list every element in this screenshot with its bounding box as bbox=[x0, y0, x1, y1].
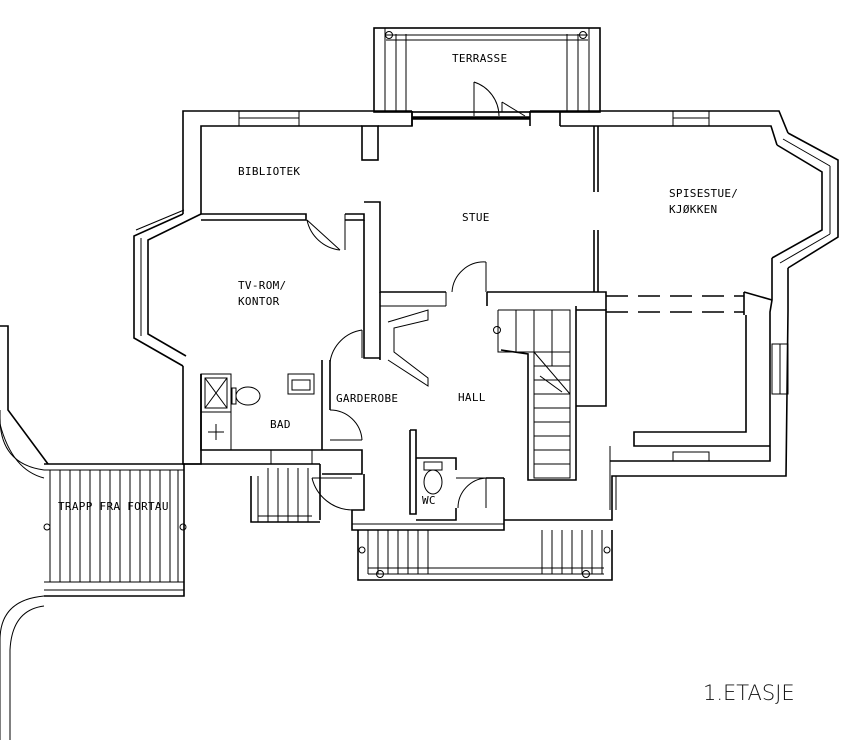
label-wc: WC bbox=[422, 494, 436, 507]
label-spisestue-1: SPISESTUE/ bbox=[669, 187, 738, 200]
bathroom-fixtures bbox=[200, 373, 443, 495]
label-garderobe: GARDEROBE bbox=[336, 392, 398, 405]
label-spisestue-2: KJØKKEN bbox=[669, 203, 717, 216]
label-tvrom-1: TV-ROM/ bbox=[238, 279, 286, 292]
interior-walls bbox=[201, 125, 773, 521]
terrace bbox=[373, 27, 601, 113]
label-bibliotek: BIBLIOTEK bbox=[238, 165, 300, 178]
floor-title: 1.ETASJE bbox=[703, 681, 795, 705]
label-stue: STUE bbox=[462, 211, 490, 224]
front-steps bbox=[250, 468, 613, 581]
label-tvrom-2: KONTOR bbox=[238, 295, 280, 308]
label-hall: HALL bbox=[458, 391, 486, 404]
street-stair bbox=[0, 325, 187, 740]
doors bbox=[306, 81, 526, 511]
main-stair bbox=[493, 309, 571, 479]
label-terrasse: TERRASSE bbox=[452, 52, 507, 65]
exterior-walls bbox=[133, 110, 839, 531]
label-bad: BAD bbox=[270, 418, 291, 431]
label-trapp: TRAPP FRA FORTAU bbox=[58, 500, 169, 513]
room-labels: TERRASSE BIBLIOTEK STUE SPISESTUE/ KJØKK… bbox=[58, 52, 738, 513]
